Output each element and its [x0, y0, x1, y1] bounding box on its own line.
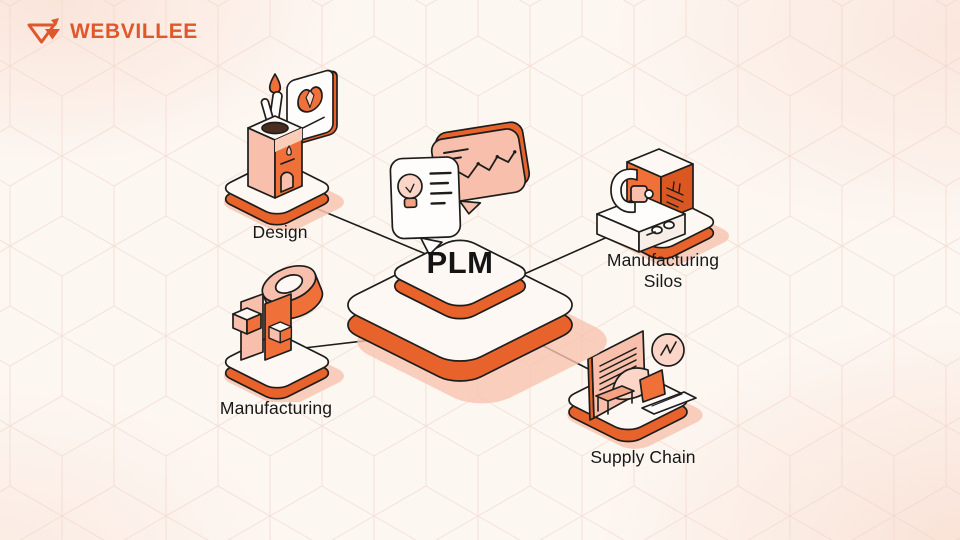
plm-platform-illustration [290, 121, 607, 404]
node-manufacturing-silos [557, 122, 767, 317]
clamp-icon [610, 168, 654, 214]
node-design [177, 30, 377, 230]
webvillee-w-mark-icon [27, 18, 60, 44]
node-supply-chain [518, 302, 738, 502]
design-tools-isometric-icon [223, 69, 345, 230]
logistics-station-isometric-icon [567, 330, 703, 449]
brand-name: WEBVILLEE [70, 20, 198, 43]
manufacturing-label: Manufacturing [219, 398, 333, 418]
design-label: Design [252, 222, 308, 242]
node-manufacturing [177, 202, 377, 402]
plm-label: PLM [426, 245, 494, 280]
idea-speech-bubble-icon [389, 156, 462, 256]
press-cabinet-icon [596, 148, 694, 253]
connector-design-plm [307, 204, 446, 263]
supply-chain-label: Supply Chain [590, 447, 696, 467]
press-machine-isometric-icon [596, 148, 730, 267]
node-plm-center [290, 95, 630, 430]
logistics-board-icon [587, 330, 697, 421]
milling-part-icon [232, 264, 324, 361]
plm-platform [336, 236, 585, 387]
picture-frame-icon [286, 69, 338, 146]
paint-box-icon [247, 73, 303, 199]
machine-part-isometric-icon [223, 264, 345, 402]
manufacturing-silos-label: Manufacturing Silos [606, 250, 720, 291]
brand-logo: WEBVILLEE [26, 18, 198, 46]
